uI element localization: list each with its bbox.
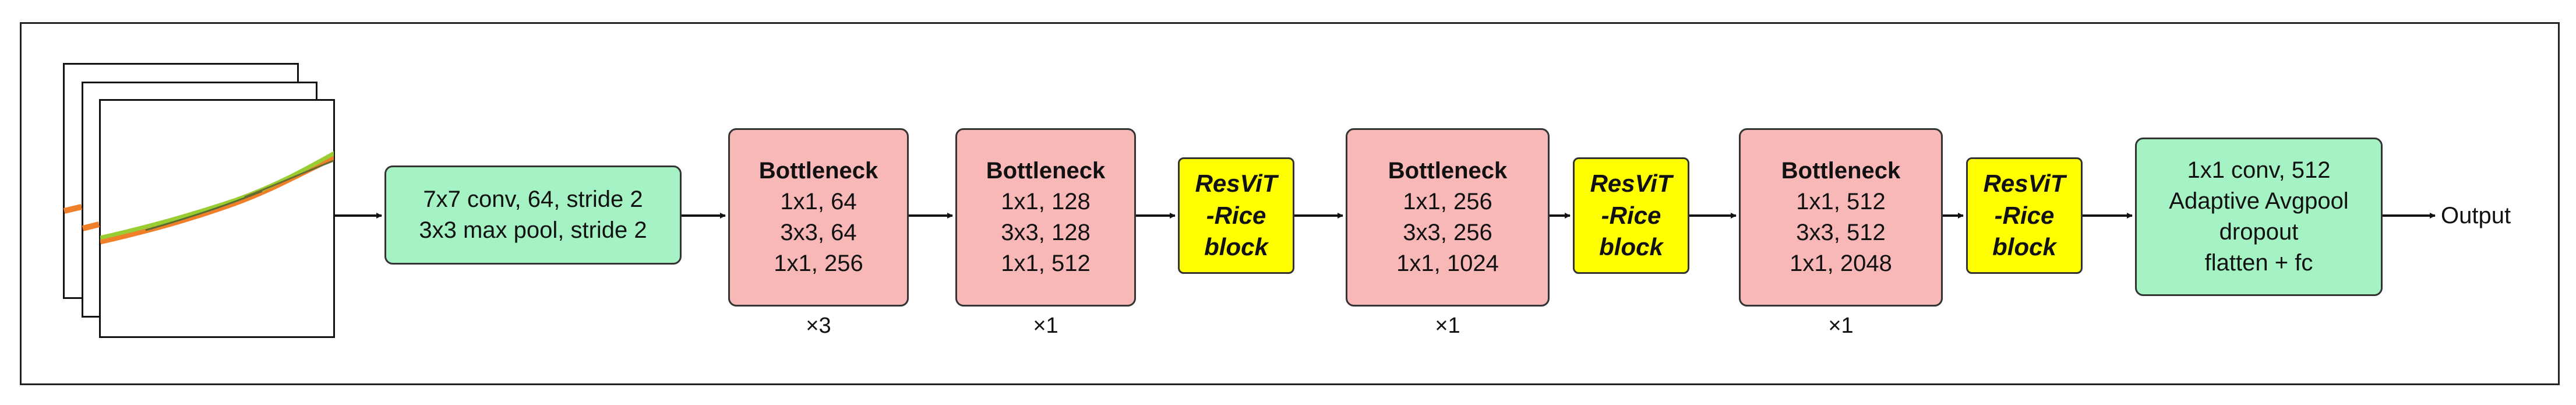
bottleneck-block-2: Bottleneck 1x1, 128 3x3, 128 1x1, 512	[955, 128, 1136, 307]
head-line4: flatten + fc	[2204, 249, 2313, 276]
bottleneck-block-1: Bottleneck 1x1, 64 3x3, 64 1x1, 256	[728, 128, 909, 307]
bottleneck-1-multiplier: ×3	[806, 314, 831, 338]
head-line2: Adaptive Avgpool	[2169, 188, 2349, 214]
head-line1: 1x1 conv, 512	[2187, 157, 2331, 184]
head-line3: dropout	[2219, 219, 2299, 245]
bottleneck-3-layer2: 3x3, 256	[1403, 220, 1492, 245]
bottleneck-2-layer1: 1x1, 128	[1001, 189, 1091, 215]
bottleneck-4-layer2: 3x3, 512	[1796, 220, 1886, 245]
bottleneck-4-layer3: 1x1, 2048	[1790, 250, 1892, 276]
bottleneck-2-title: Bottleneck	[986, 158, 1106, 184]
resvit-1-line3: block	[1204, 233, 1268, 261]
bottleneck-1-layer1: 1x1, 64	[780, 189, 857, 215]
bottleneck-3-layer3: 1x1, 1024	[1396, 250, 1499, 276]
bottleneck-3-title: Bottleneck	[1388, 158, 1508, 184]
resvit-2-line1: ResViT	[1590, 170, 1672, 198]
bottleneck-3-multiplier: ×1	[1435, 314, 1460, 338]
resvit-2-line3: block	[1599, 233, 1663, 261]
bottleneck-2-multiplier: ×1	[1033, 314, 1058, 338]
output-label: Output	[2441, 203, 2511, 228]
resvit-3-line2: -Rice	[1994, 201, 2055, 229]
bottleneck-1-layer2: 3x3, 64	[780, 220, 857, 245]
input-image-card-front	[99, 99, 335, 338]
stem-line2: 3x3 max pool, stride 2	[419, 217, 647, 243]
bottleneck-block-3: Bottleneck 1x1, 256 3x3, 256 1x1, 1024	[1346, 128, 1550, 307]
stem-line1: 7x7 conv, 64, stride 2	[423, 186, 643, 213]
resvit-rice-block-3: ResViT -Rice block	[1966, 157, 2083, 274]
bottleneck-block-4: Bottleneck 1x1, 512 3x3, 512 1x1, 2048	[1739, 128, 1943, 307]
back-card-trace-1	[63, 204, 83, 214]
bottleneck-1-title: Bottleneck	[758, 158, 878, 184]
bottleneck-2-layer2: 3x3, 128	[1001, 220, 1091, 245]
head-block: 1x1 conv, 512 Adaptive Avgpool dropout f…	[2135, 138, 2383, 296]
input-image-traces	[100, 151, 334, 245]
resvit-1-line2: -Rice	[1206, 201, 1266, 229]
resvit-1-line1: ResViT	[1195, 170, 1278, 198]
bottleneck-4-layer1: 1x1, 512	[1796, 189, 1886, 215]
bottleneck-3-layer1: 1x1, 256	[1403, 189, 1492, 215]
back-card-trace-2	[82, 221, 100, 231]
bottleneck-4-multiplier: ×1	[1828, 314, 1854, 338]
resvit-rice-block-2: ResViT -Rice block	[1573, 157, 1689, 274]
bottleneck-4-title: Bottleneck	[1781, 158, 1901, 184]
resvit-rice-block-1: ResViT -Rice block	[1178, 157, 1294, 274]
resvit-3-line1: ResViT	[1983, 170, 2066, 198]
resvit-2-line2: -Rice	[1601, 201, 1661, 229]
stem-block: 7x7 conv, 64, stride 2 3x3 max pool, str…	[384, 165, 682, 265]
bottleneck-2-layer3: 1x1, 512	[1001, 250, 1091, 276]
diagram-frame	[20, 22, 2560, 385]
bottleneck-1-layer3: 1x1, 256	[774, 250, 863, 276]
resvit-3-line3: block	[1992, 233, 2056, 261]
